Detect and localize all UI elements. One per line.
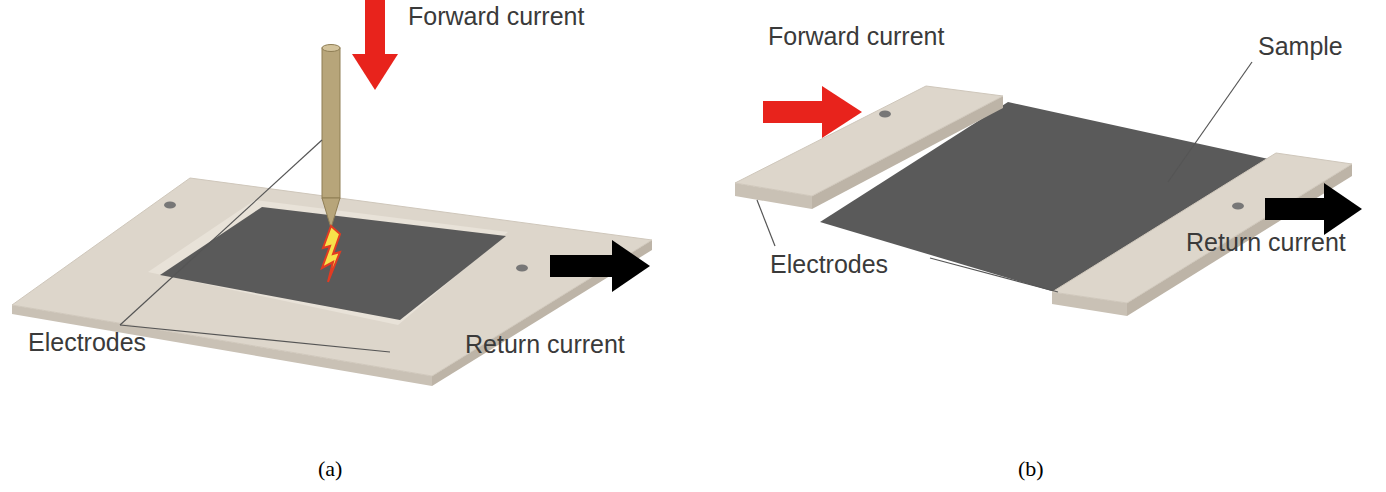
panel-label: (a) bbox=[318, 456, 342, 481]
current-label: Return current bbox=[1186, 228, 1346, 257]
part-label: Sample bbox=[1258, 32, 1343, 61]
current-label: Return current bbox=[465, 330, 625, 359]
current-label: Forward current bbox=[408, 2, 584, 31]
leader-line bbox=[757, 62, 1252, 292]
left-electrode bbox=[735, 86, 1003, 209]
return-current-arrow bbox=[1265, 183, 1362, 235]
forward-current-arrow bbox=[352, 0, 398, 90]
right-electrode bbox=[1052, 153, 1352, 316]
forward-current-arrow bbox=[763, 86, 862, 138]
current-label: Forward current bbox=[768, 22, 944, 51]
leader-line bbox=[120, 140, 390, 352]
panel-label: (b) bbox=[1018, 456, 1044, 481]
frame-electrode bbox=[12, 178, 652, 386]
part-label: Electrodes bbox=[28, 328, 146, 357]
part-label: Electrodes bbox=[770, 250, 888, 279]
return-current-arrow bbox=[550, 240, 650, 292]
probe-electrode bbox=[322, 45, 340, 283]
